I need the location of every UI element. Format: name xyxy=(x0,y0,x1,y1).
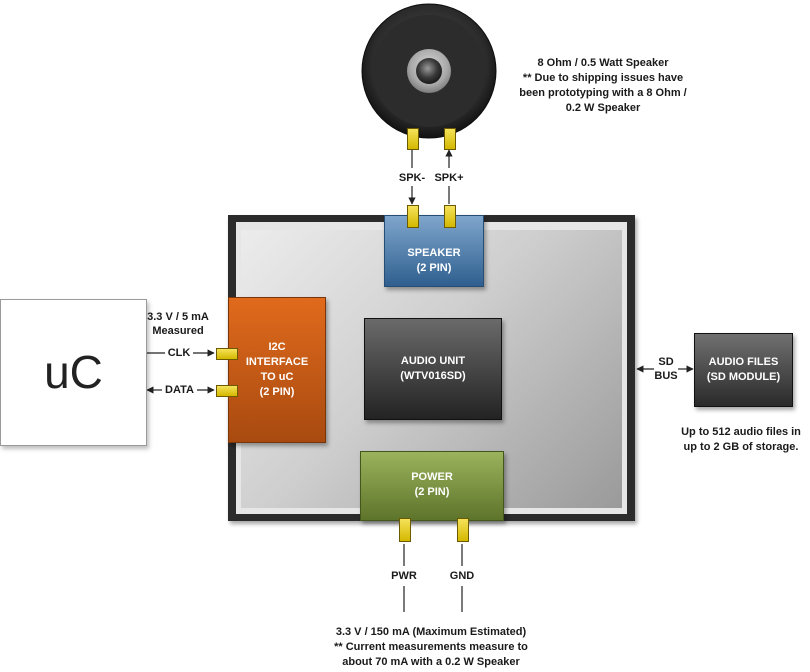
audio-unit-line-1: AUDIO UNIT xyxy=(400,355,466,367)
pwr-pin xyxy=(399,518,411,542)
speaker-block-line-1: SPEAKER xyxy=(407,247,461,259)
audio-unit-line-2: (WTV016SD) xyxy=(400,370,466,382)
speaker-terminal-plus xyxy=(444,128,456,150)
i2c-block-line-2: INTERFACE xyxy=(245,356,309,368)
power-note-line-2: ** Current measurements measure to xyxy=(334,641,528,653)
sd-module-block: AUDIO FILES (SD MODULE) xyxy=(694,333,793,407)
gnd-label: GND xyxy=(449,570,475,582)
speaker-icon xyxy=(361,3,497,139)
i2c-power-note-line-1: 3.3 V / 5 mA xyxy=(147,311,209,323)
gnd-pin xyxy=(457,518,469,542)
speaker-note-line-1: 8 Ohm / 0.5 Watt Speaker xyxy=(537,57,669,69)
clk-pin xyxy=(216,348,238,360)
spk-plus-label: SPK+ xyxy=(434,172,464,184)
storage-note: Up to 512 audio files in up to 2 GB of s… xyxy=(672,425,810,455)
power-block: POWER (2 PIN) xyxy=(360,451,504,521)
storage-note-line-2: up to 2 GB of storage. xyxy=(683,441,799,453)
storage-note-line-1: Up to 512 audio files in xyxy=(681,426,801,438)
speaker-block-line-2: (2 PIN) xyxy=(416,262,452,274)
power-note: 3.3 V / 150 mA (Maximum Estimated) ** Cu… xyxy=(310,625,552,670)
speaker-note-line-4: 0.2 W Speaker xyxy=(565,102,641,114)
speaker-note-line-2: ** Due to shipping issues have xyxy=(522,72,684,84)
speaker-pin-plus xyxy=(444,205,456,228)
i2c-block-line-4: (2 PIN) xyxy=(259,386,295,398)
pwr-label: PWR xyxy=(391,570,417,582)
i2c-power-note: 3.3 V / 5 mA Measured xyxy=(140,310,216,338)
sd-module-line-2: (SD MODULE) xyxy=(706,371,781,383)
speaker-pin-minus xyxy=(407,205,419,228)
clk-label: CLK xyxy=(167,347,191,359)
sd-bus-label-line-1: SD xyxy=(658,356,674,368)
power-block-line-1: POWER xyxy=(411,471,453,483)
power-block-line-2: (2 PIN) xyxy=(414,486,450,498)
spk-minus-label: SPK- xyxy=(398,172,426,184)
data-pin xyxy=(216,385,238,397)
speaker-block: SPEAKER (2 PIN) xyxy=(384,215,484,287)
i2c-power-note-line-2: Measured xyxy=(152,325,204,337)
power-note-line-1: 3.3 V / 150 mA (Maximum Estimated) xyxy=(335,626,527,638)
i2c-block-line-1: I2C xyxy=(268,341,286,353)
i2c-block-line-3: TO uC xyxy=(260,371,294,383)
audio-unit-block: AUDIO UNIT (WTV016SD) xyxy=(364,318,502,420)
speaker-terminal-minus xyxy=(407,128,419,150)
speaker-note-line-3: been prototyping with a 8 Ohm / xyxy=(519,87,687,99)
power-note-line-3: about 70 mA with a 0.2 W Speaker xyxy=(342,656,520,668)
sd-bus-label-line-2: BUS xyxy=(654,370,678,382)
i2c-interface-block: I2C INTERFACE TO uC (2 PIN) xyxy=(228,297,326,443)
speaker-note: 8 Ohm / 0.5 Watt Speaker ** Due to shipp… xyxy=(505,56,701,116)
sd-module-line-1: AUDIO FILES xyxy=(708,356,779,368)
sd-bus-label: SD BUS xyxy=(652,355,680,383)
data-label: DATA xyxy=(165,384,194,396)
microcontroller-block: uC xyxy=(0,299,147,446)
